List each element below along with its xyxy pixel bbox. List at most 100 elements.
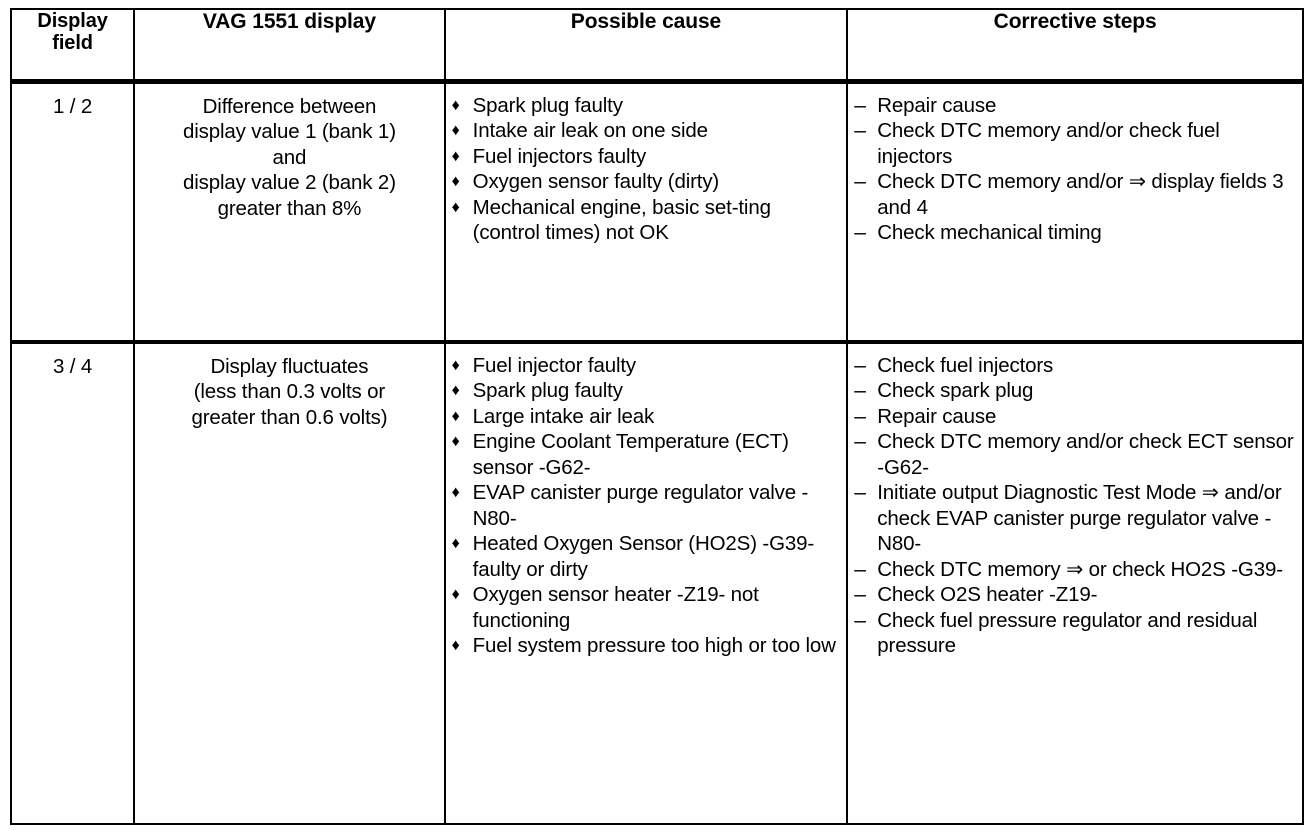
dash-bullet-icon: –	[854, 404, 866, 428]
possible-cause-item: ♦ Spark plug faulty	[452, 378, 841, 404]
corrective-step-item: –Repair cause	[854, 404, 1296, 430]
possible-cause-item-text: Intake air leak on one side	[472, 119, 708, 142]
possible-cause-item-text: Spark plug faulty	[472, 379, 623, 403]
cell-possible-cause: ♦Fuel injector faulty♦Spark plug faulty♦…	[443, 341, 849, 824]
dash-bullet-icon: –	[854, 583, 866, 607]
cell-possible-cause-list: ♦ Spark plug faulty ♦ Intake air leak on on…	[452, 93, 841, 246]
corrective-step-item: –Check DTC memory and/or check fuel inje…	[854, 118, 1296, 169]
diamond-bullet-icon: ♦	[451, 637, 460, 655]
corrective-step-item: –Check DTC memory ⇒ or check HO2S -G39-	[854, 557, 1296, 583]
corrective-step-item: –Check DTC memory and/or check ECT senso…	[854, 429, 1296, 480]
possible-cause-item-text: Engine Coolant Temperature (ECT) sensor …	[472, 430, 789, 479]
corrective-step-item-text: Check DTC memory and/or ⇒ display fields…	[877, 170, 1284, 219]
cell-possible-cause-list: ♦Fuel injector faulty♦Spark plug faulty♦…	[452, 353, 841, 659]
possible-cause-item: ♦ Spark plug faulty	[452, 93, 841, 119]
display-field-value: 3 / 4	[53, 354, 93, 378]
vag-display-line: Display fluctuates	[210, 354, 369, 378]
vag-display-line: and	[272, 145, 307, 169]
corrective-step-item: –Check DTC memory and/or ⇒ display field…	[854, 169, 1296, 220]
vag-display-line: (less than 0.3 volts or	[193, 380, 386, 404]
corrective-step-item-text: Check spark plug	[877, 379, 1034, 403]
diamond-bullet-icon: ♦	[451, 535, 460, 553]
diamond-bullet-icon: ♦	[451, 147, 460, 165]
cell-possible-cause: ♦ Spark plug faulty ♦ Intake air leak on on…	[443, 81, 849, 344]
possible-cause-item-text: Oxygen sensor faulty (dirty)	[472, 170, 720, 193]
corrective-step-item: –Initiate output Diagnostic Test Mode ⇒ …	[854, 480, 1296, 557]
cell-corrective-steps: –Repair cause–Check DTC memory and/or ch…	[846, 81, 1303, 344]
possible-cause-item-text: Mechanical engine, basic set-ting (contr…	[472, 195, 771, 245]
column-header-possible-cause: Possible cause	[443, 9, 849, 84]
dash-bullet-icon: –	[854, 557, 866, 581]
corrective-step-item-text: Check mechanical timing	[877, 221, 1102, 244]
diamond-bullet-icon: ♦	[451, 173, 460, 190]
dash-bullet-icon: –	[854, 221, 866, 244]
possible-cause-item: ♦ Mechanical engine, basic set-ting (cont…	[452, 195, 841, 246]
corrective-step-item: –Check O2S heater -Z19-	[854, 582, 1296, 608]
possible-cause-item-text: EVAP canister purge regulator valve -N80…	[472, 481, 809, 530]
vag-display-line: display value 2 (bank 2)	[182, 171, 396, 194]
header-row: Display field VAG 1551 display Possible …	[11, 9, 1303, 84]
corrective-step-item-text: Initiate output Diagnostic Test Mode ⇒ a…	[877, 481, 1282, 556]
cell-corrective-steps: –Check fuel injectors–Check spark plug–R…	[846, 341, 1303, 824]
dash-bullet-icon: –	[854, 430, 866, 454]
dash-bullet-icon: –	[854, 93, 866, 117]
dash-bullet-icon: –	[854, 170, 866, 193]
corrective-step-item-text: Check O2S heater -Z19-	[877, 583, 1098, 607]
diamond-bullet-icon: ♦	[451, 96, 460, 114]
possible-cause-item: ♦ Heated Oxygen Sensor (HO2S) -G39- fault…	[452, 531, 841, 582]
column-header-corrective-steps: Corrective steps	[846, 9, 1303, 84]
possible-cause-item: ♦ Fuel injectors faulty	[452, 144, 841, 170]
vag-display-line: greater than 0.6 volts)	[191, 405, 388, 429]
corrective-step-item: –Check fuel pressure regulator and resid…	[854, 608, 1296, 659]
possible-cause-item-text: Fuel injector faulty	[472, 353, 637, 377]
possible-cause-item-text: Fuel system pressure too high or too low	[472, 634, 836, 658]
possible-cause-item: ♦EVAP canister purge regulator valve -N8…	[452, 480, 841, 531]
corrective-step-item-text: Check DTC memory and/or check ECT sensor…	[877, 430, 1294, 479]
cell-vag-display: Display fluctuates(less than 0.3 volts o…	[133, 341, 446, 824]
column-header-vag-display: VAG 1551 display	[133, 9, 446, 84]
possible-cause-item-text: Large intake air leak	[472, 404, 655, 428]
dash-bullet-icon: –	[854, 379, 866, 403]
diamond-bullet-icon: ♦	[451, 198, 460, 216]
corrective-step-item-text: Check DTC memory ⇒ or check HO2S -G39-	[877, 557, 1283, 581]
dash-bullet-icon: –	[854, 481, 866, 505]
column-header-display-field: Display field	[11, 9, 136, 84]
corrective-step-item: –Check spark plug	[854, 378, 1296, 404]
corrective-step-item-text: Repair cause	[877, 93, 997, 117]
table-header: Display field VAG 1551 display Possible …	[11, 9, 1303, 84]
vag-display-line: display value 1 (bank 1)	[182, 120, 396, 143]
cell-corrective-steps-list: –Check fuel injectors–Check spark plug–R…	[854, 353, 1296, 659]
possible-cause-item-text: Spark plug faulty	[472, 93, 623, 117]
dash-bullet-icon: –	[854, 608, 866, 632]
diagnostic-table: Display field VAG 1551 display Possible …	[10, 8, 1304, 825]
corrective-step-item: –Check mechanical timing	[854, 220, 1296, 246]
diamond-bullet-icon: ♦	[451, 407, 460, 425]
possible-cause-item: ♦ Fuel system pressure too high or too lo…	[452, 633, 841, 659]
possible-cause-item: ♦Engine Coolant Temperature (ECT) sensor…	[452, 429, 841, 480]
column-header-display-field-line1: Display	[37, 10, 108, 32]
dash-bullet-icon: –	[854, 353, 866, 377]
corrective-step-item-text: Check DTC memory and/or check fuel injec…	[877, 119, 1220, 168]
display-field-value: 1 / 2	[53, 94, 93, 118]
possible-cause-item: ♦ Oxygen sensor faulty (dirty)	[452, 169, 841, 195]
possible-cause-item-text: Fuel injectors faulty	[472, 144, 647, 168]
diamond-bullet-icon: ♦	[451, 356, 460, 374]
possible-cause-item-text: Heated Oxygen Sensor (HO2S) -G39- faulty…	[472, 532, 815, 581]
vag-display-line: greater than 8%	[217, 196, 362, 220]
possible-cause-item-text: Oxygen sensor heater -Z19- not functioni…	[472, 583, 759, 632]
cell-display-field: 1 / 2	[11, 81, 136, 344]
table-row: 3 / 4 Display fluctuates(less than 0.3 vo…	[11, 341, 1303, 824]
possible-cause-item: ♦ Intake air leak on one side	[452, 118, 841, 144]
corrective-step-item: –Check fuel injectors	[854, 353, 1296, 379]
cell-corrective-steps-list: –Repair cause–Check DTC memory and/or ch…	[854, 93, 1296, 246]
corrective-step-item-text: Check fuel pressure regulator and residu…	[877, 608, 1258, 658]
diamond-bullet-icon: ♦	[451, 586, 460, 604]
vag-display-line: Difference between	[202, 94, 377, 118]
diamond-bullet-icon: ♦	[451, 122, 460, 139]
corrective-step-item-text: Repair cause	[877, 404, 997, 428]
diamond-bullet-icon: ♦	[451, 382, 460, 400]
